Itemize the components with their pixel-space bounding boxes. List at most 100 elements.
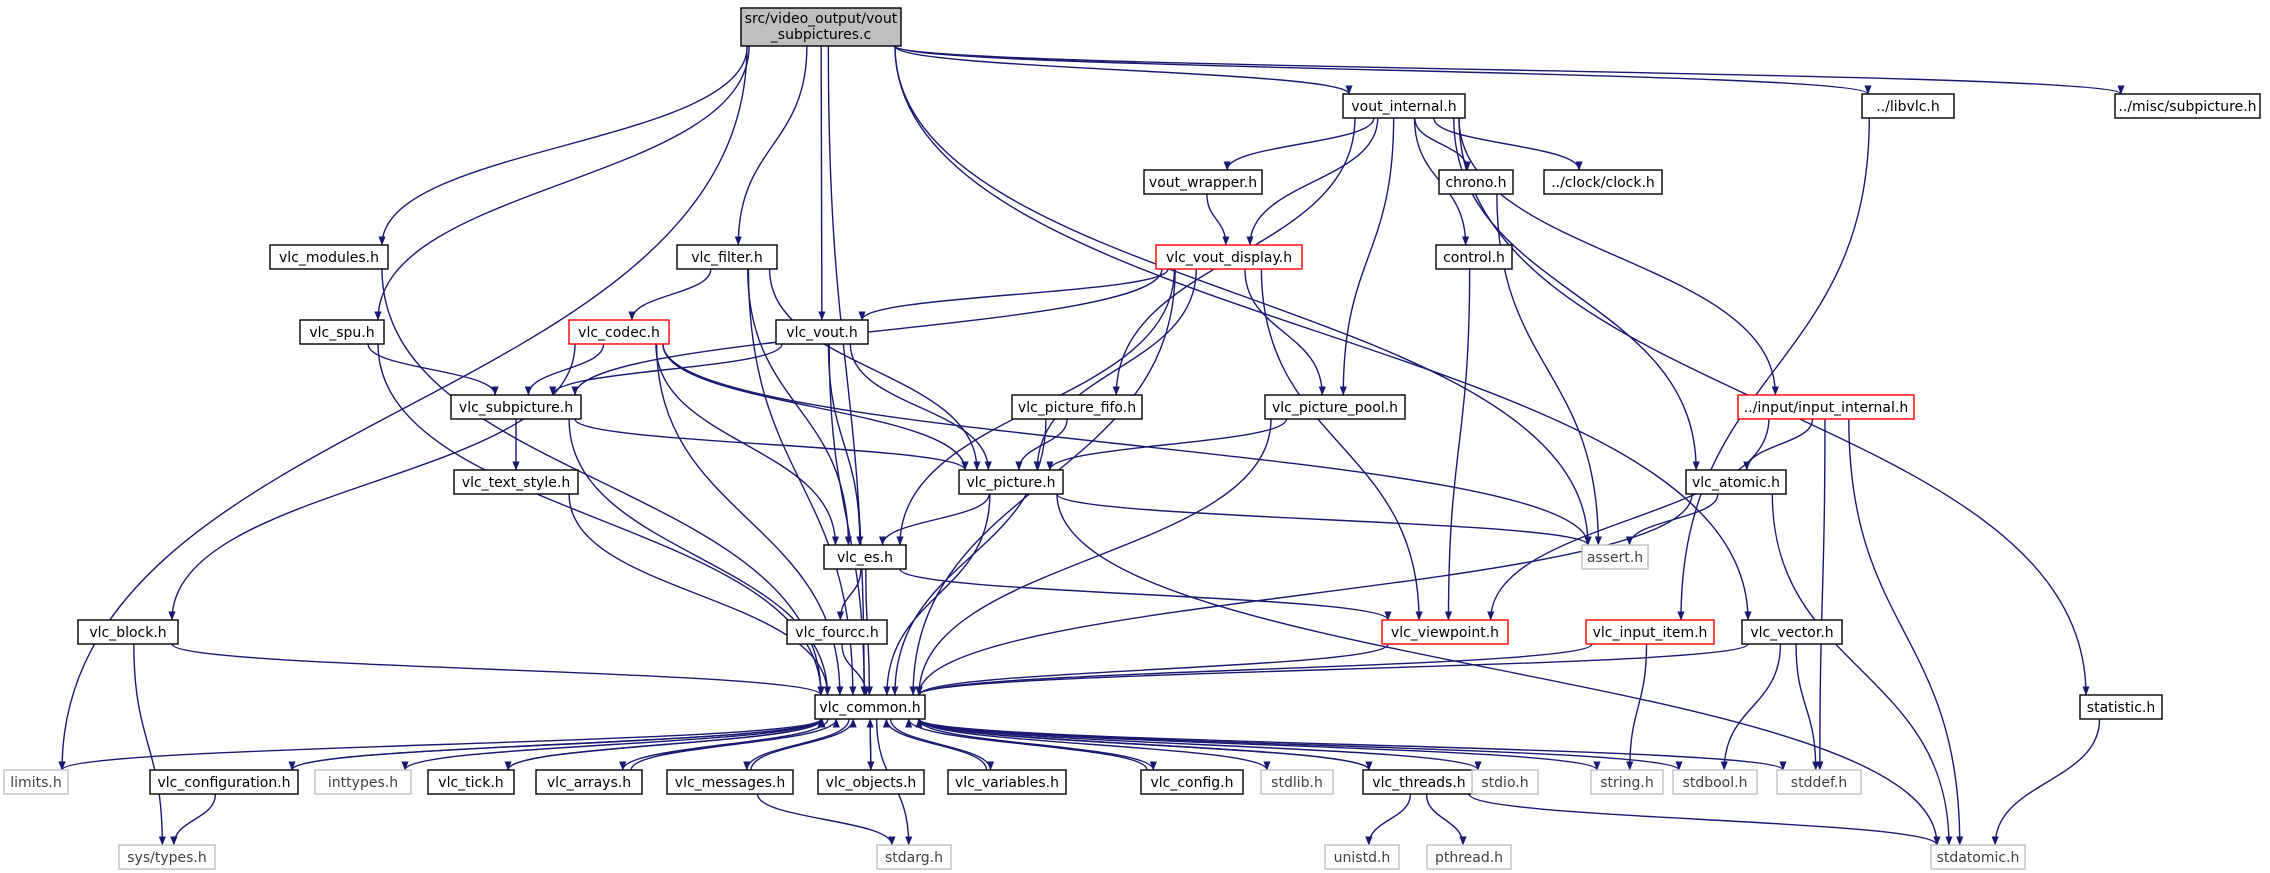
node-vlc-filter[interactable]: vlc_filter.h [676,244,778,270]
edge-vlc_threads-to-unistd [1365,793,1412,846]
node-vlc-messages[interactable]: vlc_messages.h [666,769,794,795]
edge-vlc_threads-to-stdatomic [1468,793,1941,846]
node-chrono[interactable]: chrono.h [1438,169,1514,195]
node-vlc-atomic[interactable]: vlc_atomic.h [1685,469,1787,495]
node-vlc-vector[interactable]: vlc_vector.h [1741,619,1843,645]
edge-path [918,718,1601,771]
edge-path [655,343,840,546]
edge-vlc_vector-to-stddef [1795,643,1820,771]
edge-path [1487,418,1770,621]
edge-path [891,418,1047,696]
edge-vlc_common-to-stdlib [918,718,1271,771]
edge-path [1743,418,1814,471]
node-vlc-vout-display[interactable]: vlc_vout_display.h [1155,244,1303,270]
edge-control-to-vlc_viewpoint [1444,268,1471,621]
node-vlc-viewpoint[interactable]: vlc_viewpoint.h [1381,619,1509,645]
node-vlc-fourcc[interactable]: vlc_fourcc.h [786,619,888,645]
edge-path [171,643,825,696]
edge-path [894,45,1872,95]
node-limits: limits.h [3,769,69,795]
node-vlc-codec[interactable]: vlc_codec.h [568,319,670,345]
node-label: vlc_vout.h [786,325,857,341]
node-vlc-text-style[interactable]: vlc_text_style.h [453,469,579,495]
node-vlc-es[interactable]: vlc_es.h [823,544,907,570]
edge-vlc_picture-to-assert [1056,493,1592,546]
edge-libvlc-to-vlc_input_item [1677,117,1870,621]
node-vlc-tick[interactable]: vlc_tick.h [427,769,515,795]
node-clock[interactable]: ../clock/clock.h [1543,169,1663,195]
node-box [535,769,643,795]
node-unistd: unistd.h [1324,844,1400,870]
node-label: pthread.h [1435,850,1503,866]
node-label: vlc_modules.h [279,250,379,266]
node-vlc-objects[interactable]: vlc_objects.h [817,769,925,795]
edge-vlc_configuration-to-vlc_common [291,718,825,771]
edge-path [1626,643,1648,771]
edge-path [291,718,825,771]
edge-vout_internal-to-input_internal [1458,117,1779,396]
edge-vlc_vector-to-vlc_common [915,643,1749,696]
node-libvlc[interactable]: ../libvlc.h [1861,93,1955,119]
node-vout-internal[interactable]: vout_internal.h [1342,93,1466,119]
edge-path [1033,268,1197,471]
edge-path [381,268,825,696]
node-vlc-picture-pool[interactable]: vlc_picture_pool.h [1264,394,1406,420]
node-label: vlc_common.h [819,700,920,716]
node-box [1324,844,1400,870]
node-label: unistd.h [1334,850,1391,866]
node-vlc-modules[interactable]: vlc_modules.h [269,244,389,270]
node-statistic[interactable]: statistic.h [2079,694,2163,720]
edge-path [58,45,748,771]
edge-path [1244,268,1326,396]
edge-path [568,493,832,696]
edge-path [756,793,896,846]
edge-path [133,643,166,846]
edge-path [568,418,832,696]
edge-vlc_picture-to-vlc_common [883,493,991,696]
node-vlc-vout[interactable]: vlc_vout.h [775,319,869,345]
node-label: vlc_picture_pool.h [1272,400,1398,416]
edge-vout_internal-to-vlc_picture_pool [1339,117,1395,396]
node-vlc-spu[interactable]: vlc_spu.h [299,319,385,345]
node-vlc-common[interactable]: vlc_common.h [814,694,926,720]
node-box [314,769,412,795]
node-vlc-input-item[interactable]: vlc_input_item.h [1585,619,1715,645]
edge-path [866,718,874,771]
node-misc-subpicture[interactable]: ../misc/subpicture.h [2114,93,2261,119]
node-vlc-threads[interactable]: vlc_threads.h [1362,769,1476,795]
node-label: ../clock/clock.h [1551,175,1655,191]
edge-vlc_vout_display-to-vlc_vout [858,268,1169,321]
node-box [1155,244,1303,270]
edge-path [378,45,748,246]
node-box [1585,619,1715,645]
node-vlc-picture[interactable]: vlc_picture.h [958,469,1064,495]
node-vout-wrapper[interactable]: vout_wrapper.h [1143,169,1263,195]
edge-path [1816,418,1826,771]
node-vlc-arrays[interactable]: vlc_arrays.h [535,769,643,795]
node-label: vlc_viewpoint.h [1391,625,1499,641]
node-box [2114,93,2261,119]
node-vlc-variables[interactable]: vlc_variables.h [947,769,1067,795]
edge-path [1246,117,1379,246]
node-box [786,619,888,645]
node-vlc-config[interactable]: vlc_config.h [1140,769,1244,795]
node-root[interactable]: src/video_output/vout_subpictures.c [740,7,902,47]
edge-path [170,793,217,846]
edge-vlc_tick-to-vlc_common [507,718,826,771]
node-vlc-block[interactable]: vlc_block.h [77,619,179,645]
node-input-internal[interactable]: ../input/input_internal.h [1737,394,1915,420]
edge-vlc_config-to-vlc_common [905,718,1148,771]
node-vlc-configuration[interactable]: vlc_configuration.h [149,769,299,795]
node-label: vout_wrapper.h [1149,175,1257,191]
edge-vlc_arrays-to-vlc_common [630,718,840,771]
node-label: vlc_arrays.h [547,775,631,791]
edge-path [915,643,1749,696]
edge-vlc_codec-to-assert [662,343,1592,546]
node-vlc-picture-fifo[interactable]: vlc_picture_fifo.h [1011,394,1143,420]
node-vlc-subpicture[interactable]: vlc_subpicture.h [450,394,582,420]
edge-vlc_common-to-vlc_messages [743,718,850,771]
edge-path [374,45,750,321]
node-control[interactable]: control.h [1435,244,1513,270]
edge-path [1444,268,1471,621]
node-box [149,769,299,795]
